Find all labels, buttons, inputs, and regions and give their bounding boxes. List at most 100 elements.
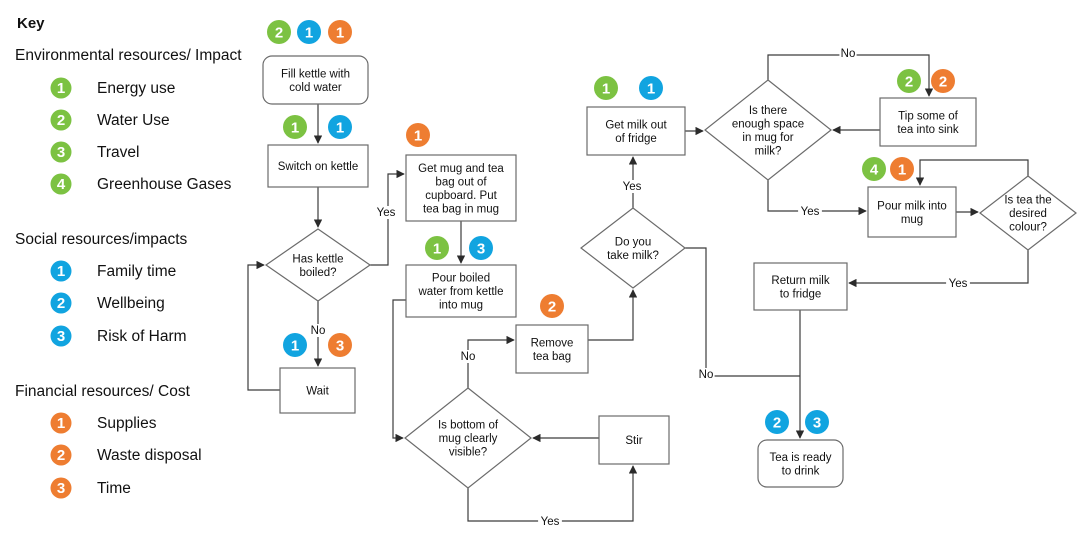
impact-badge-circle <box>805 410 829 434</box>
edge-label-bg <box>374 206 398 219</box>
key-item: 1 Energy use <box>50 77 175 99</box>
impact-badge-number: 1 <box>414 128 422 145</box>
decision-diamond <box>580 207 686 289</box>
edge-label-colour-yes: Yes <box>949 278 968 290</box>
node-text-line: Stir <box>625 435 642 447</box>
key-item-badge <box>50 444 72 466</box>
connector-has-boiled <box>370 169 405 266</box>
node-text-line: boiled? <box>299 267 336 279</box>
node-text-line: Fill kettle with <box>281 68 350 80</box>
connector-wait <box>247 260 280 391</box>
impact-badge-circle <box>890 157 914 181</box>
node-text-line: cupboard. Put <box>425 190 497 202</box>
key-item-number: 3 <box>57 144 65 161</box>
process-box <box>279 367 356 414</box>
decision-diamond <box>264 228 372 302</box>
impact-badge-circle <box>283 115 307 139</box>
key-item-label: Travel <box>97 144 140 161</box>
key-item-number: 1 <box>57 80 65 97</box>
node-text-line: visible? <box>449 447 487 459</box>
impact-badge-circle <box>283 333 307 357</box>
key-item-label: Supplies <box>97 415 157 432</box>
node-text-line: milk? <box>755 145 782 157</box>
node-text-line: enough space <box>732 118 804 130</box>
impact-badge-number: 4 <box>870 162 879 179</box>
decision-diamond <box>979 175 1077 251</box>
key-item-label: Time <box>97 480 131 497</box>
node-text-line: Switch on kettle <box>278 161 359 173</box>
flow-connectors <box>247 54 1029 522</box>
badge-get-milk-blue-1: 1 <box>639 76 663 100</box>
node-text-line: into mug <box>439 300 483 312</box>
badge-wait-blue-1: 1 <box>283 333 307 357</box>
connector-bottom-visible <box>467 335 515 388</box>
connector-desired-colour <box>848 250 1029 288</box>
node-text-line: Is tea the <box>1004 195 1051 207</box>
edge-label-bg <box>538 515 562 528</box>
edge-label-bg <box>309 324 327 337</box>
edge-label-boiled-yes: Yes <box>377 207 396 219</box>
key-item-number: 2 <box>57 447 65 464</box>
impact-badge-number: 1 <box>336 120 344 137</box>
key-item-label: Family time <box>97 263 176 280</box>
key-item-badge <box>50 292 72 314</box>
node-text-line: tea bag in mug <box>423 203 499 215</box>
process-box <box>598 415 670 465</box>
badge-fill-kettle-blue-1: 1 <box>297 20 321 44</box>
connector-desired-colour <box>915 159 1029 186</box>
connector-enough-space <box>767 180 867 216</box>
edge-label-space-no: No <box>841 48 856 60</box>
badge-switch-on-blue-1: 1 <box>328 115 352 139</box>
node-text-line: mug clearly <box>439 433 498 445</box>
impact-badge-circle <box>297 20 321 44</box>
node-wait: Wait <box>279 367 356 414</box>
process-box <box>757 439 844 488</box>
node-text-line: Do you <box>615 236 651 248</box>
node-text-line: colour? <box>1009 222 1047 234</box>
key-group-heading: Environmental resources/ Impact <box>15 47 242 64</box>
key-title: Key <box>17 15 45 32</box>
impact-badge-number: 2 <box>939 74 947 91</box>
key-item-label: Energy use <box>97 80 175 97</box>
impact-badge-number: 1 <box>336 25 344 42</box>
edge-label-bg <box>798 205 822 218</box>
impact-badge-number: 1 <box>305 25 313 42</box>
key-item-label: Water Use <box>97 112 170 129</box>
edge-label-boiled-no: No <box>311 325 326 337</box>
impact-badge-circle <box>406 123 430 147</box>
node-text-line: Get milk out <box>605 119 667 131</box>
node-text-line: Wait <box>306 386 329 398</box>
impact-badge-number: 3 <box>477 241 485 258</box>
key-item-badge <box>50 325 72 347</box>
key-item-badge <box>50 173 72 195</box>
badge-pour-water-blue-3: 3 <box>469 236 493 260</box>
node-text-line: take milk? <box>607 250 659 262</box>
impact-badge-circle <box>425 236 449 260</box>
edge-label-bg <box>697 368 715 381</box>
node-text-line: Get mug and tea <box>418 163 504 175</box>
key-item-label: Wellbeing <box>97 295 165 312</box>
edge-label-milk-yes: Yes <box>623 181 642 193</box>
impact-badge-number: 2 <box>275 25 283 42</box>
process-box <box>515 324 589 374</box>
badge-get-mug-orange-1: 1 <box>406 123 430 147</box>
impact-badge-circle <box>328 333 352 357</box>
badge-ready-blue-2: 2 <box>765 410 789 434</box>
